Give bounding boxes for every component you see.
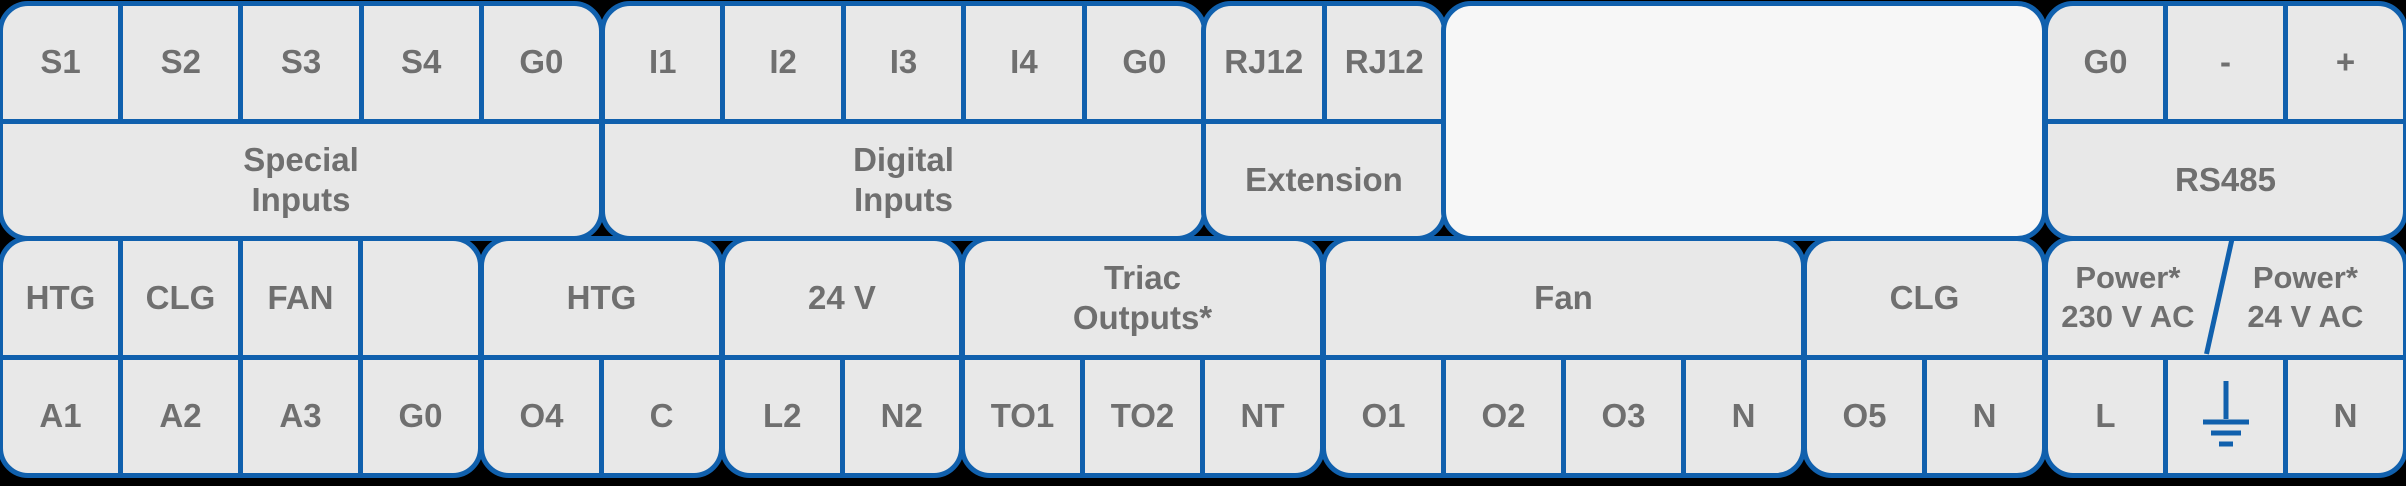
column-a2: CLG A2 xyxy=(118,241,238,473)
terminal-o3: O3 xyxy=(1561,359,1681,473)
terminal-l2: L2 xyxy=(762,397,802,435)
group-label-extension: Extension xyxy=(1206,118,1442,237)
terminal-i4: I4 xyxy=(961,6,1081,119)
special-inputs-block: S1 S2 S3 S4 G0 Special Inputs xyxy=(0,1,604,241)
rs485-block: G0 - + RS485 xyxy=(2043,1,2406,241)
terminal-g0-rs485: G0 xyxy=(2083,43,2128,81)
power-terminals: L N xyxy=(2048,359,2403,473)
terminal-n-power: N xyxy=(2283,359,2403,473)
terminal-s3: S3 xyxy=(238,6,358,119)
power-block: Power* 230 V AC Power* 24 V AC L N xyxy=(2043,236,2406,478)
terminal-plus: + xyxy=(2283,6,2403,119)
terminal-i1: I1 xyxy=(648,43,677,81)
extension-block: RJ12 RJ12 Extension xyxy=(1201,1,1447,241)
terminal-g0-special: G0 xyxy=(478,6,599,119)
fan-terminals: O1 O2 O3 N xyxy=(1326,359,1801,473)
group-label-power-24vac: Power* 24 V AC xyxy=(2247,260,2364,334)
clg-terminals: O5 N xyxy=(1807,359,2042,473)
analog-outputs-block: HTG A1 CLG A2 FAN A3 G0 xyxy=(0,236,483,478)
triac-terminals: TO1 TO2 NT xyxy=(965,359,1320,473)
label-htg-a1: HTG xyxy=(3,241,118,360)
terminal-s2: S2 xyxy=(118,6,238,119)
triac-outputs-block: Triac Outputs* TO1 TO2 NT xyxy=(960,236,1325,478)
terminal-rj12-2: RJ12 xyxy=(1321,6,1443,119)
earth-ground-icon xyxy=(2202,381,2249,447)
terminal-minus: - xyxy=(2163,6,2283,119)
terminal-o4: O4 xyxy=(519,397,564,435)
digital-inputs-block: I1 I2 I3 I4 G0 Digital Inputs xyxy=(600,1,1207,241)
terminal-n-fan: N xyxy=(1681,359,1801,473)
terminal-n2: N2 xyxy=(839,359,960,473)
terminal-s1: S1 xyxy=(40,43,81,81)
extension-terminals: RJ12 RJ12 xyxy=(1206,6,1442,119)
label-blank-g0 xyxy=(363,241,478,360)
terminal-l-power: L xyxy=(2095,397,2116,435)
terminal-a1: A1 xyxy=(39,397,82,435)
blank-panel xyxy=(1441,1,2047,241)
24v-block: 24 V L2 N2 xyxy=(720,236,964,478)
power-label-row: Power* 230 V AC Power* 24 V AC xyxy=(2048,241,2403,360)
group-label-special-inputs: Special Inputs xyxy=(3,118,599,237)
group-label-rs485: RS485 xyxy=(2048,118,2403,237)
group-label-clg: CLG xyxy=(1807,241,2042,360)
column-g0: G0 xyxy=(358,241,478,473)
label-fan-a3: FAN xyxy=(243,241,358,360)
group-label-triac-outputs: Triac Outputs* xyxy=(965,241,1320,360)
terminal-to2: TO2 xyxy=(1080,359,1200,473)
terminal-a2: A2 xyxy=(159,397,202,435)
column-a3: FAN A3 xyxy=(238,241,358,473)
rs485-terminals: G0 - + xyxy=(2048,6,2403,119)
group-label-htg: HTG xyxy=(484,241,719,360)
terminal-a3: A3 xyxy=(279,397,322,435)
terminal-g0-digital: G0 xyxy=(1081,6,1202,119)
special-inputs-terminals: S1 S2 S3 S4 G0 xyxy=(3,6,599,119)
group-label-power-230vac: Power* 230 V AC xyxy=(2061,260,2195,334)
terminal-o5: O5 xyxy=(1842,397,1887,435)
fan-block: Fan O1 O2 O3 N xyxy=(1321,236,1806,478)
terminal-g0-analog: G0 xyxy=(398,397,443,435)
column-a1: HTG A1 xyxy=(3,241,118,473)
terminal-o1: O1 xyxy=(1361,397,1406,435)
terminal-n-clg: N xyxy=(1922,359,2042,473)
24v-terminals: L2 N2 xyxy=(725,359,960,473)
clg-block: CLG O5 N xyxy=(1802,236,2047,478)
terminal-to1: TO1 xyxy=(990,397,1055,435)
group-label-24v: 24 V xyxy=(725,241,959,360)
terminal-earth xyxy=(2163,359,2283,473)
htg-block: HTG O4 C xyxy=(479,236,724,478)
terminal-i3: I3 xyxy=(840,6,961,119)
terminal-o2: O2 xyxy=(1441,359,1561,473)
htg-terminals: O4 C xyxy=(484,359,719,473)
terminal-rj12-1: RJ12 xyxy=(1224,43,1304,81)
terminal-c: C xyxy=(599,359,719,473)
terminal-i2: I2 xyxy=(720,6,840,119)
group-label-digital-inputs: Digital Inputs xyxy=(605,118,1202,237)
terminal-nt: NT xyxy=(1200,359,1320,473)
label-clg-a2: CLG xyxy=(123,241,238,360)
digital-inputs-terminals: I1 I2 I3 I4 G0 xyxy=(605,6,1202,119)
terminal-s4: S4 xyxy=(358,6,479,119)
group-label-fan: Fan xyxy=(1326,241,1801,360)
